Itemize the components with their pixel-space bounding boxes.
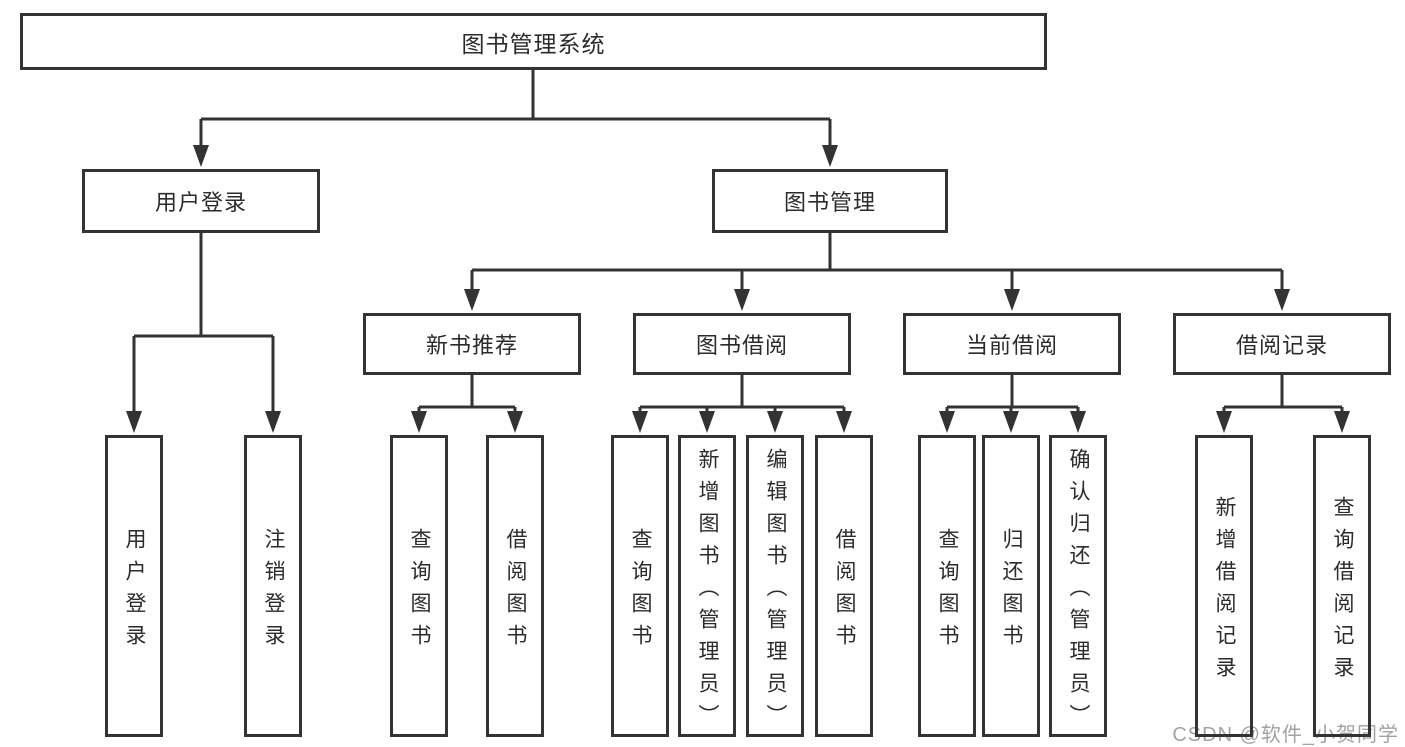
arrowheads (126, 145, 1350, 433)
leaf-records-query-record: 查询借阅记录 (1313, 435, 1371, 737)
leaf-recommend-borrow-books: 借阅图书 (486, 435, 544, 737)
leaf-current-query-books: 查询图书 (918, 435, 976, 737)
node-label: 借阅图书 (833, 527, 856, 656)
leaf-recommend-query-books: 查询图书 (390, 435, 448, 737)
node-label: 借阅图书 (504, 527, 527, 656)
node-label: 新书推荐 (425, 333, 518, 358)
node-new-book-recommend: 新书推荐 (363, 313, 581, 375)
node-book-management: 图书管理 (712, 169, 948, 233)
leaf-borrow-edit-books-admin: 编辑图书（管理员） (746, 435, 804, 737)
node-label: 查询图书 (408, 527, 431, 656)
leaf-borrow-query-books: 查询图书 (611, 435, 669, 737)
node-label: 用户登录 (154, 190, 247, 215)
node-borrow-records: 借阅记录 (1173, 313, 1391, 375)
leaf-current-return-books: 归还图书 (982, 435, 1040, 737)
node-label: 归还图书 (1000, 527, 1023, 656)
node-label: 用户登录 (123, 527, 146, 656)
node-book-borrow: 图书借阅 (633, 313, 851, 375)
node-label: 新增借阅记录 (1213, 495, 1236, 688)
node-label: 查询图书 (629, 527, 652, 656)
leaf-records-add-record: 新增借阅记录 (1195, 435, 1253, 737)
node-current-borrow: 当前借阅 (903, 313, 1121, 375)
node-label: 图书管理系统 (461, 30, 606, 57)
node-label: 编辑图书（管理员） (764, 447, 787, 736)
node-user-login: 用户登录 (82, 169, 320, 233)
node-root: 图书管理系统 (20, 13, 1047, 70)
node-label: 当前借阅 (965, 333, 1058, 358)
node-label: 查询图书 (936, 527, 959, 656)
leaf-current-confirm-return-admin: 确认归还（管理员） (1049, 435, 1107, 737)
node-label: 注销登录 (262, 527, 285, 656)
leaf-user-login: 用户登录 (105, 435, 163, 737)
node-label: 图书管理 (783, 190, 876, 215)
node-label: 借阅记录 (1235, 333, 1328, 358)
leaf-logout: 注销登录 (244, 435, 302, 737)
node-label: 新增图书（管理员） (696, 447, 719, 736)
node-label: 图书借阅 (695, 333, 788, 358)
node-label: 查询借阅记录 (1331, 495, 1354, 688)
leaf-borrow-add-books-admin: 新增图书（管理员） (678, 435, 736, 737)
node-label: 确认归还（管理员） (1067, 447, 1090, 736)
leaf-borrow-borrow-books: 借阅图书 (815, 435, 873, 737)
csdn-watermark: CSDN @软件_小贺同学 (1172, 724, 1399, 746)
